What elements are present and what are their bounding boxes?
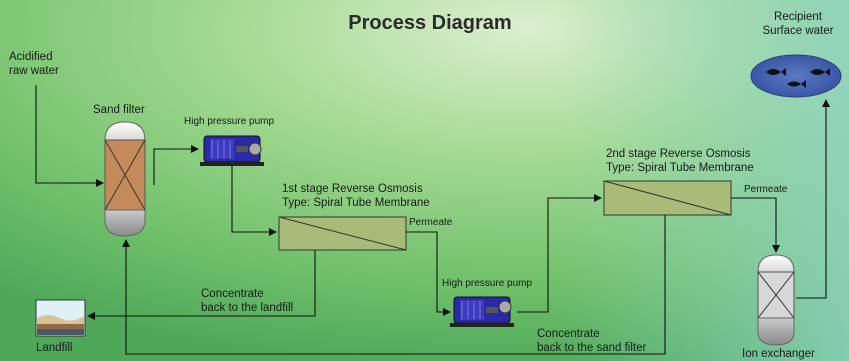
label-recipient: Recipient Surface water [748, 10, 848, 38]
label-line: back to the sand filter [537, 342, 647, 354]
label-line: 1st stage Reverse Osmosis [282, 183, 423, 195]
label-landfill: Landfill [36, 342, 73, 354]
high-pressure-pump-1 [200, 135, 264, 166]
label-line: Surface water [762, 25, 834, 37]
label-high-pressure-pump-2: High pressure pump [442, 278, 533, 289]
label-ro-stage-2: 2nd stage Reverse Osmosis Type: Spiral T… [606, 147, 754, 175]
label-line: 2nd stage Reverse Osmosis [606, 148, 751, 160]
label-concentrate-sand-filter: Concentrate back to the sand filter [537, 327, 646, 355]
label-concentrate-landfill: Concentrate back to the landfill [201, 287, 293, 315]
landfill-icon [35, 299, 86, 337]
ro-stage-2-membrane [603, 180, 732, 216]
high-pressure-pump-2 [450, 296, 514, 327]
flow-lines [35, 85, 830, 355]
label-line: raw water [9, 65, 59, 77]
label-permeate-2: Permeate [744, 184, 788, 195]
label-line: Type: Spiral Tube Membrane [606, 162, 754, 174]
label-line: Concentrate [537, 328, 600, 340]
label-line: Concentrate [201, 288, 264, 300]
label-line: Recipient [774, 11, 822, 23]
label-line: Acidified [9, 51, 53, 63]
label-line: back to the landfill [201, 302, 294, 314]
label-permeate-1: Permeate [409, 217, 453, 228]
sand-filter [104, 121, 146, 237]
label-high-pressure-pump-1: High pressure pump [184, 116, 275, 127]
diagram-title: Process Diagram [348, 12, 512, 34]
ro-stage-1-membrane [278, 216, 407, 251]
label-sand-filter: Sand filter [93, 104, 145, 116]
label-line: Type: Spiral Tube Membrane [282, 197, 430, 209]
label-ro-stage-1: 1st stage Reverse Osmosis Type: Spiral T… [282, 182, 430, 210]
label-acidified-raw-water: Acidified raw water [9, 50, 59, 78]
label-ion-exchanger: Ion exchanger [742, 348, 815, 360]
recipient-surface-water [750, 54, 842, 98]
ion-exchanger [757, 254, 795, 346]
